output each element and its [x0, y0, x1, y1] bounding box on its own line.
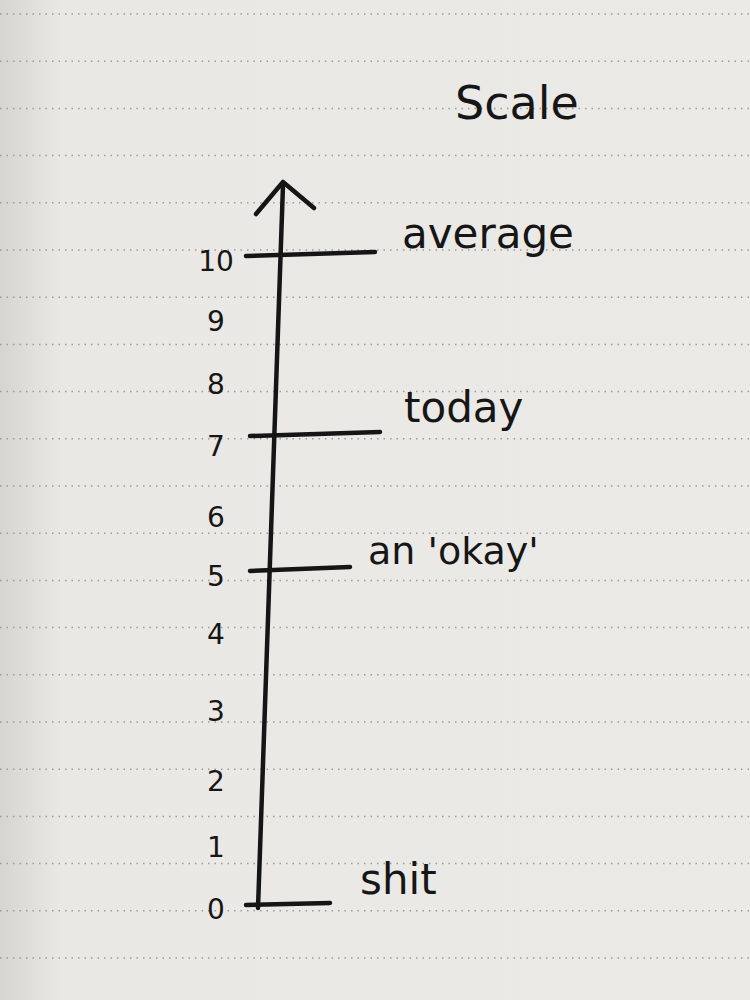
- scale-number: 3: [207, 697, 225, 728]
- scale-number: 7: [207, 432, 225, 463]
- page-title: Scale: [455, 78, 579, 129]
- ruled-line: [0, 60, 750, 62]
- ruled-line: [0, 485, 750, 487]
- scale-label: average: [402, 211, 574, 257]
- scale-number: 4: [207, 620, 225, 651]
- ruled-line: [0, 816, 750, 818]
- ruled-line: [0, 910, 750, 912]
- ruled-line: [0, 580, 750, 582]
- tick-mark: [250, 567, 350, 571]
- scale-label: today: [404, 385, 523, 431]
- scale-label: shit: [360, 857, 437, 903]
- ruled-line: [0, 13, 750, 15]
- ruled-lines: [0, 14, 750, 958]
- tick-mark: [250, 432, 380, 436]
- scale-number: 8: [207, 370, 225, 401]
- ruled-line: [0, 957, 750, 959]
- ruled-line: [0, 296, 750, 298]
- ruled-line: [0, 391, 750, 393]
- tick-mark: [246, 903, 330, 905]
- scale-number: 10: [198, 247, 234, 278]
- tick-mark: [246, 252, 375, 256]
- ruled-line: [0, 344, 750, 346]
- scale-number: 5: [207, 562, 225, 593]
- scale-number: 1: [207, 833, 225, 864]
- ruled-line: [0, 627, 750, 629]
- scale-number: 2: [207, 767, 225, 798]
- ruled-line: [0, 721, 750, 723]
- ruled-line: [0, 438, 750, 440]
- ruled-line: [0, 108, 750, 110]
- scale-axis: [246, 182, 380, 908]
- ruled-line: [0, 202, 750, 204]
- axis-arrowhead: [256, 182, 314, 214]
- ruled-line: [0, 155, 750, 157]
- ruled-line: [0, 674, 750, 676]
- axis-line: [258, 185, 283, 908]
- scale-label: an 'okay': [368, 531, 539, 573]
- scale-number: 6: [207, 503, 225, 534]
- scale-number: 9: [207, 307, 225, 338]
- scale-number: 0: [207, 895, 225, 926]
- ruled-line: [0, 768, 750, 770]
